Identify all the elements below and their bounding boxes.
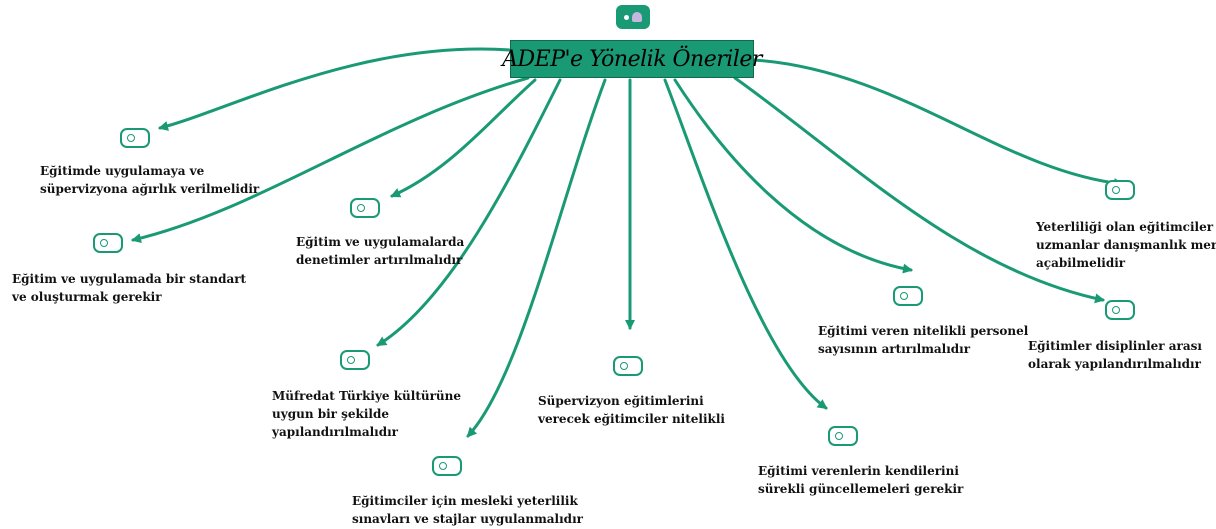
toggle-node-icon[interactable]	[432, 456, 462, 476]
connector-arrow	[673, 78, 913, 274]
node-label[interactable]: Eğitimde uygulamaya ve süpervizyona ağırl…	[40, 162, 259, 198]
central-topic-title: ADEP'e Yönelik Öneriler	[502, 46, 762, 72]
connector-arrow	[131, 76, 530, 244]
node-label-line: denetimler artırılmalıdır	[296, 253, 463, 267]
node-label-line: uygun bir şekilde	[272, 407, 390, 421]
node-label[interactable]: Eğitimi verenlerin kendilerini sürekli gü…	[758, 462, 963, 498]
node-label-line: verecek eğitimciler nitelikli	[538, 412, 725, 426]
node-label-line: Eğitimi verenlerin kendilerini	[758, 464, 959, 478]
toggle-node-icon[interactable]	[893, 286, 923, 306]
users-chip-icon	[616, 5, 650, 29]
node-label-line: Süpervizyon eğitimlerini	[538, 394, 704, 408]
node-label-line: olarak yapılandırılmalıdır	[1028, 357, 1201, 371]
node-label-line: ve oluşturmak gerekir	[12, 290, 162, 304]
toggle-node-icon[interactable]	[350, 198, 380, 218]
node-label-line: sınavları ve stajlar uygulanmalıdır	[352, 512, 583, 526]
toggle-node-icon[interactable]	[1105, 300, 1135, 320]
node-label-line: yapılandırılmalıdır	[272, 425, 399, 439]
node-label-line: Eğitimi veren nitelikli personel	[818, 324, 1029, 338]
node-label[interactable]: Yeterliliği olan eğitimciler ve uzmanlar …	[1036, 218, 1216, 272]
node-label-line: Eğitimde uygulamaya ve	[40, 164, 205, 178]
toggle-node-icon[interactable]	[93, 233, 123, 253]
node-label-line: süpervizyona ağırlık verilmelidir	[40, 182, 260, 196]
node-label[interactable]: Müfredat Türkiye kültürüne uygun bir şeki…	[272, 387, 461, 441]
node-label-line: sürekli güncellemeleri gerekir	[758, 482, 964, 496]
node-label-line: sayısının artırılmalıdır	[818, 342, 971, 356]
node-label-line: Müfredat Türkiye kültürüne	[272, 389, 461, 403]
node-label-line: Eğitim ve uygulamada bir standart	[12, 272, 247, 286]
node-label-line: uzmanlar danışmanlık merkezi	[1036, 238, 1216, 252]
node-label-line: Eğitim ve uygulamalarda	[296, 235, 465, 249]
connector-arrow	[466, 78, 607, 438]
toggle-node-icon[interactable]	[340, 350, 370, 370]
node-label[interactable]: Eğitimciler için mesleki yeterlilik sınav…	[352, 492, 583, 528]
connector-arrow	[733, 76, 1105, 304]
node-label-line: Eğitimciler için mesleki yeterlilik	[352, 494, 578, 508]
node-label-line: Eğitimler disiplinler arası	[1028, 339, 1202, 353]
toggle-node-icon[interactable]	[1105, 180, 1135, 200]
node-label-line: Yeterliliği olan eğitimciler ve	[1036, 220, 1216, 234]
node-label[interactable]: Eğitimler disiplinler arası olarak yapıla…	[1028, 337, 1202, 373]
node-label[interactable]: Eğitim ve uygulamalarda denetimler artırı…	[296, 233, 464, 269]
connector-arrow	[376, 78, 562, 347]
toggle-node-icon[interactable]	[613, 356, 643, 376]
central-topic[interactable]: ADEP'e Yönelik Öneriler	[502, 40, 762, 78]
connector-arrow	[752, 58, 1124, 189]
connector-arrow	[158, 47, 512, 131]
toggle-node-icon[interactable]	[120, 128, 150, 148]
node-label[interactable]: Süpervizyon eğitimlerini verecek eğitimci…	[538, 392, 725, 428]
connector-arrow	[390, 78, 537, 198]
node-label-line: açabilmelidir	[1036, 256, 1126, 270]
node-label[interactable]: Eğitimi veren nitelikli personel sayısını…	[818, 322, 1028, 358]
node-label[interactable]: Eğitim ve uygulamada bir standart ve oluş…	[12, 270, 246, 306]
connector-arrow	[663, 78, 828, 410]
toggle-node-icon[interactable]	[828, 426, 858, 446]
